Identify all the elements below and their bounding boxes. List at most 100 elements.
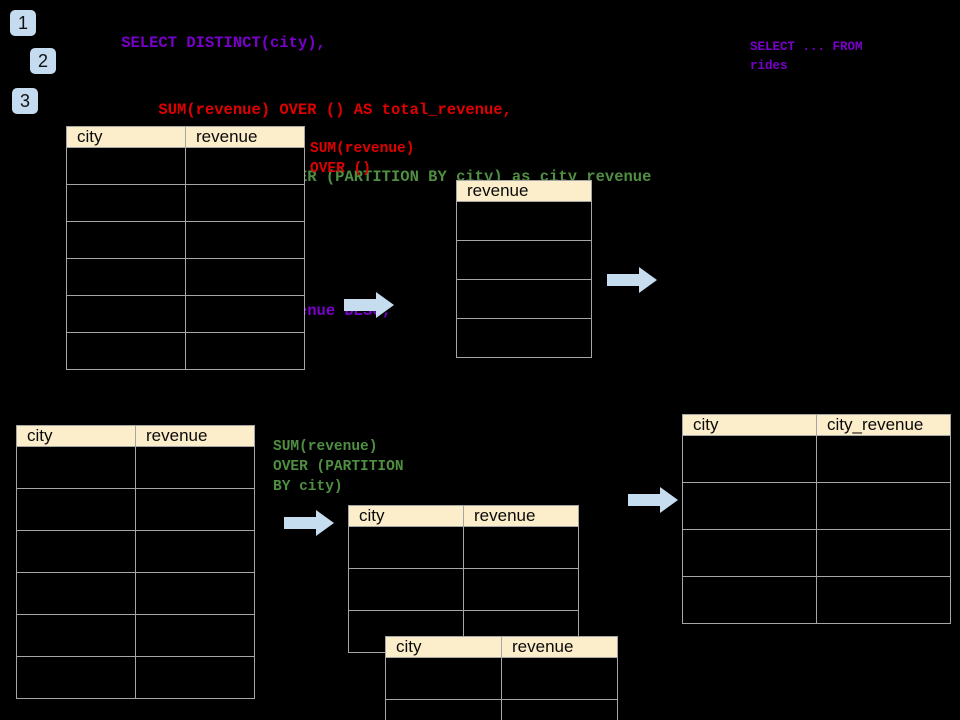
table-row <box>456 318 592 358</box>
cell-revenue <box>185 258 305 296</box>
cell-city <box>16 656 136 699</box>
table-row <box>456 279 592 319</box>
arrow-right-icon-4 <box>628 487 678 513</box>
table-row <box>348 568 579 611</box>
table-row <box>682 435 951 483</box>
table-row <box>385 699 618 720</box>
cell-city-revenue <box>816 576 951 624</box>
table-header-row: city revenue <box>385 636 618 658</box>
cell-revenue <box>135 572 255 615</box>
cell-city <box>16 614 136 657</box>
cell-city <box>682 482 817 530</box>
cell-city-revenue <box>816 435 951 483</box>
cell-city <box>66 184 186 222</box>
table-final-result: city city_revenue <box>682 414 951 624</box>
cell-revenue <box>185 295 305 333</box>
table-row <box>66 147 305 185</box>
table-rides-source-bottom: city revenue <box>16 425 255 699</box>
step-badge-2: 2 <box>30 48 56 74</box>
table-row <box>682 529 951 577</box>
table-row <box>385 657 618 700</box>
cell-revenue <box>456 318 592 358</box>
cell-city <box>16 530 136 573</box>
column-header-city: city <box>16 425 136 447</box>
annotation-city-revenue: SUM(revenue) OVER (PARTITION BY city) <box>273 439 404 495</box>
cell-city <box>682 576 817 624</box>
sql-line-total-revenue: SUM(revenue) OVER () AS total_revenue, <box>121 101 512 120</box>
table-rides-source-top: city revenue <box>66 126 305 370</box>
table-row <box>16 572 255 615</box>
table-row <box>66 184 305 222</box>
table-row <box>348 526 579 569</box>
cell-revenue <box>456 201 592 241</box>
step-badge-1: 1 <box>10 10 36 36</box>
cell-revenue <box>135 614 255 657</box>
cell-city <box>66 221 186 259</box>
table-row <box>16 488 255 531</box>
cell-revenue <box>185 221 305 259</box>
column-header-revenue: revenue <box>463 505 579 527</box>
sql-line-select: SELECT DISTINCT(city), <box>121 34 326 53</box>
column-header-revenue: revenue <box>501 636 618 658</box>
table-header-row: city revenue <box>66 126 305 148</box>
cell-city <box>348 568 464 611</box>
column-header-city: city <box>66 126 186 148</box>
cell-revenue <box>463 526 579 569</box>
cell-revenue <box>185 147 305 185</box>
cell-city-revenue <box>816 482 951 530</box>
column-header-city: city <box>348 505 464 527</box>
cell-city <box>66 258 186 296</box>
table-partition-group-b: city revenue <box>385 636 618 720</box>
cell-city <box>682 435 817 483</box>
cell-city <box>16 446 136 489</box>
table-row <box>66 332 305 370</box>
arrow-right-icon-2 <box>607 267 657 293</box>
column-header-revenue: revenue <box>135 425 255 447</box>
table-header-row: city city_revenue <box>682 414 951 436</box>
table-row <box>16 614 255 657</box>
cell-city <box>385 699 502 720</box>
table-row <box>456 201 592 241</box>
cell-revenue <box>456 279 592 319</box>
cell-revenue <box>456 240 592 280</box>
cell-revenue <box>135 656 255 699</box>
cell-revenue <box>135 488 255 531</box>
column-header-revenue: revenue <box>185 126 305 148</box>
cell-revenue <box>185 332 305 370</box>
cell-city <box>16 488 136 531</box>
table-row <box>16 656 255 699</box>
cell-revenue <box>463 568 579 611</box>
table-row <box>682 482 951 530</box>
table-row <box>66 295 305 333</box>
table-row <box>682 576 951 624</box>
annotation-total-revenue: SUM(revenue) OVER () <box>310 141 415 177</box>
column-header-city: city <box>385 636 502 658</box>
table-total-revenue-result: revenue <box>456 180 592 358</box>
table-row <box>66 258 305 296</box>
cell-city <box>16 572 136 615</box>
cell-city <box>66 295 186 333</box>
arrow-right-icon-3 <box>284 510 334 536</box>
cell-revenue <box>135 530 255 573</box>
cell-city <box>682 529 817 577</box>
cell-city <box>66 147 186 185</box>
column-header-revenue: revenue <box>456 180 592 202</box>
cell-city-revenue <box>816 529 951 577</box>
cell-revenue <box>135 446 255 489</box>
table-row <box>456 240 592 280</box>
cell-revenue <box>501 699 618 720</box>
column-header-city-revenue: city_revenue <box>816 414 951 436</box>
cell-city <box>348 526 464 569</box>
table-row <box>16 530 255 573</box>
cell-revenue <box>501 657 618 700</box>
step-badge-3: 3 <box>12 88 38 114</box>
cell-city <box>385 657 502 700</box>
table-header-row: revenue <box>456 180 592 202</box>
column-header-city: city <box>682 414 817 436</box>
table-row <box>66 221 305 259</box>
table-header-row: city revenue <box>348 505 579 527</box>
arrow-right-icon-1 <box>344 292 394 318</box>
table-row <box>16 446 255 489</box>
cell-city <box>66 332 186 370</box>
